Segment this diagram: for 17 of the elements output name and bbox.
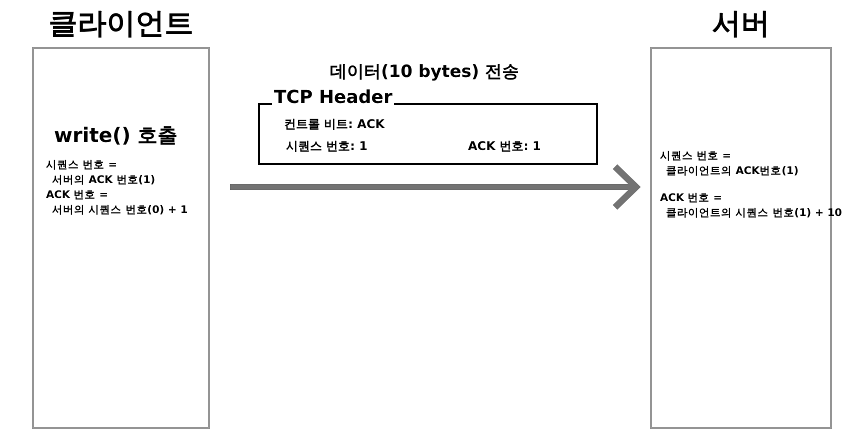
field-text: 서버의 ACK 번호(1) — [51, 173, 156, 188]
field-text: 시퀀스 번호: 1 — [286, 138, 368, 155]
field-text: ACK 번호 = — [660, 191, 722, 206]
arrow — [230, 163, 640, 211]
field-text: 클라이언트의 ACK번호(1) — [665, 164, 799, 179]
field-text: 시퀀스 번호 = — [660, 149, 732, 164]
field-text: 시퀀스 번호 = — [46, 158, 118, 173]
transfer-label: 데이터(10 bytes) 전송 — [330, 61, 520, 84]
call-label: write() 호출 — [54, 123, 179, 148]
field-text: 컨트롤 비트: ACK — [284, 116, 385, 133]
field-text: 서버의 시퀀스 번호(0) + 1 — [51, 203, 188, 218]
host-heading: 서버 — [711, 9, 771, 38]
host-heading: 클라이언트 — [48, 9, 194, 38]
field-text: ACK 번호: 1 — [468, 138, 541, 155]
header-title: TCP Header — [272, 89, 394, 107]
field-text: 클라이언트의 시퀀스 번호(1) + 10 — [665, 206, 842, 221]
field-text: ACK 번호 = — [46, 188, 108, 203]
